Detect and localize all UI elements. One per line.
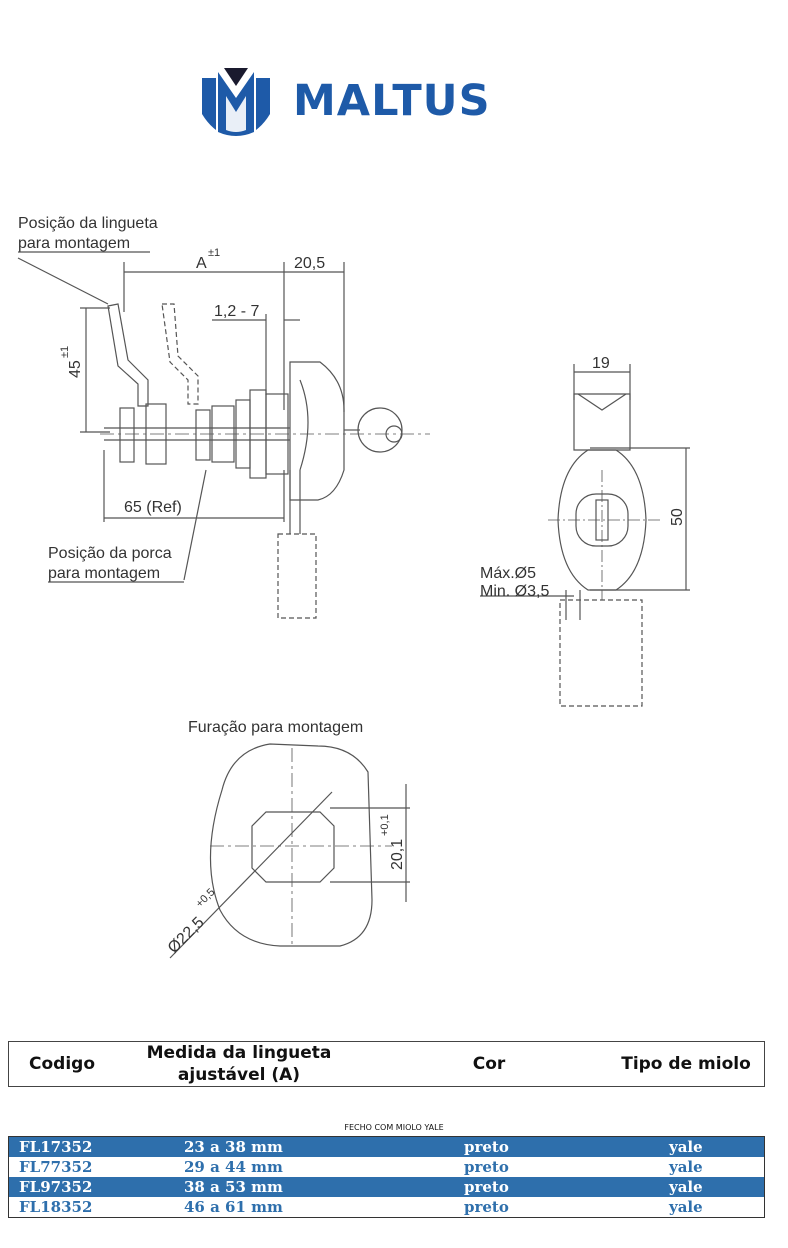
header-medida-line1: Medida da lingueta [146,1043,332,1063]
dim-20-5-label: 20,5 [294,255,325,272]
cell-cor: preto [464,1198,509,1216]
dim-1-2-7-label: 1,2 - 7 [214,303,259,320]
header-medida-line2: ajustável (A) [177,1065,301,1085]
table-row: FL97352 38 a 53 mm preto yale [9,1177,764,1197]
dim-50-label: 50 [669,508,686,526]
header-codigo: Codigo [29,1054,95,1074]
cell-cor: preto [464,1158,509,1176]
cell-cor: preto [464,1178,509,1196]
cell-medida: 23 a 38 mm [184,1138,283,1156]
cell-codigo: FL77352 [19,1158,93,1176]
dim-20-1-tolerance: +0,1 [379,814,391,836]
cell-medida: 29 a 44 mm [184,1158,283,1176]
dim-45-label: 45 [67,360,84,378]
header-tipo-miolo: Tipo de miolo [621,1054,751,1074]
header-cor: Cor [472,1054,506,1074]
section-title: FECHO COM MIOLO YALE [344,1123,444,1132]
label-porca-pos-line1: Posição da porca [48,545,172,562]
table-row: FL77352 29 a 44 mm preto yale [9,1157,764,1177]
dim-22-5-label: Ø22,5 [165,914,208,957]
table-row: FL17352 23 a 38 mm preto yale [9,1137,764,1157]
cell-tipo: yale [669,1178,703,1196]
label-porca-pos-line2: para montagem [48,565,160,582]
dim-a-label: A [196,255,207,272]
logo-text: MALTUS [293,76,491,126]
dim-19-label: 19 [592,355,610,372]
dim-65-label: 65 (Ref) [124,499,182,516]
dim-a-tolerance: ±1 [208,247,220,259]
cell-cor: preto [464,1138,509,1156]
furacao-title: Furação para montagem [188,719,363,736]
cell-codigo: FL97352 [19,1178,93,1196]
cell-medida: 38 a 53 mm [184,1178,283,1196]
maltus-logo-mark-icon [202,68,270,136]
label-lingueta-pos-line2: para montagem [18,235,130,252]
label-lingueta-pos-line1: Posição da lingueta [18,215,158,232]
table-header: Codigo Medida da lingueta ajustável (A) … [8,1041,765,1087]
dim-45-tolerance: ±1 [59,346,71,358]
label-min-3-5: Min. Ø3,5 [480,583,549,600]
cell-codigo: FL17352 [19,1138,93,1156]
maltus-logo: MALTUS [196,64,544,140]
label-max-5: Máx.Ø5 [480,565,536,582]
cell-medida: 46 a 61 mm [184,1198,283,1216]
cell-tipo: yale [669,1158,703,1176]
dim-20-1-label: 20,1 [389,839,406,870]
cell-tipo: yale [669,1138,703,1156]
cell-codigo: FL18352 [19,1198,93,1216]
cell-tipo: yale [669,1198,703,1216]
technical-drawing: Posição da lingueta para montagem A ±1 2… [17,215,690,959]
product-table: FL17352 23 a 38 mm preto yale FL77352 29… [8,1136,765,1218]
table-row: FL18352 46 a 61 mm preto yale [9,1197,764,1217]
